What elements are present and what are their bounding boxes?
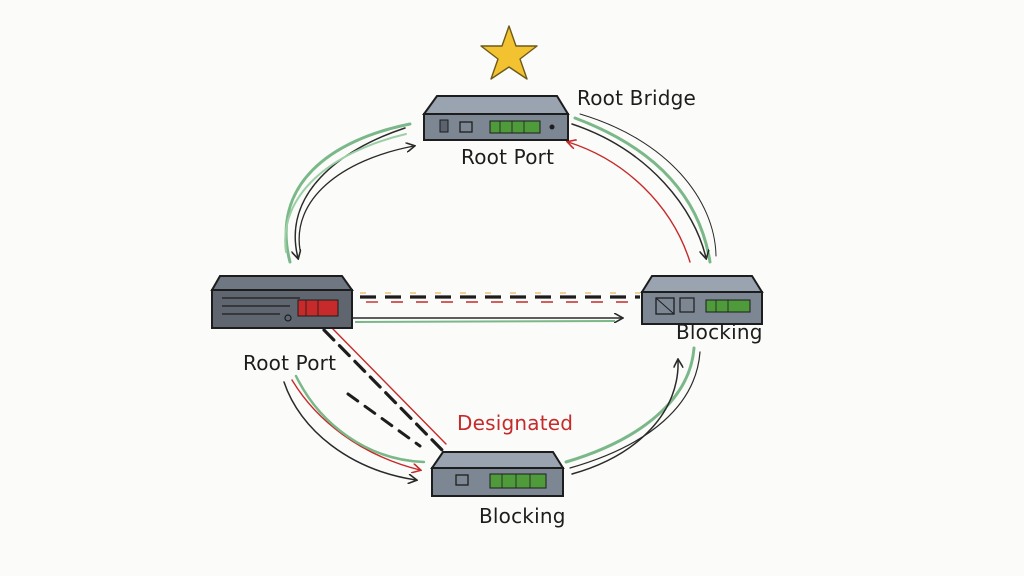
bottom-blocking-label: Blocking	[479, 504, 566, 528]
link-bottom-right	[564, 346, 701, 475]
right-blocking-label: Blocking	[676, 320, 763, 344]
switch-icon	[422, 95, 570, 141]
switch-icon	[430, 451, 565, 497]
top-root-port-label: Root Port	[461, 145, 555, 169]
link-top-left	[284, 122, 414, 264]
link-left-bottom-arcs	[283, 374, 426, 480]
left-root-port-label: Root Port	[243, 351, 337, 375]
root-bridge-label: Root Bridge	[577, 86, 697, 110]
link-top-right	[568, 113, 717, 264]
designated-label: Designated	[457, 411, 574, 435]
link-left-bottom-designated	[322, 327, 447, 454]
switch-icon	[210, 275, 354, 329]
link-left-right	[352, 292, 640, 322]
switch-icon	[640, 275, 764, 325]
star-icon	[480, 25, 538, 80]
